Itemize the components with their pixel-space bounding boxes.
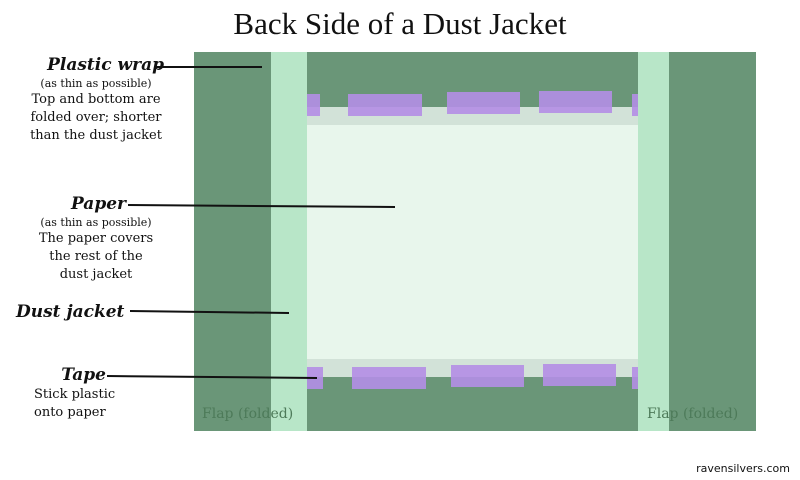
label-paper-line-1: The paper covers [38,231,154,246]
label-paper-line-2: the rest of the [49,249,143,264]
flap-label-right: Flap (folded) [647,406,739,422]
leader-line-paper [127,204,396,208]
plastic-wrap-right-strip [638,52,669,431]
credit-text: ravensilvers.com [696,462,790,475]
label-plastic-wrap-heading: Plastic wrap [47,55,164,75]
label-tape: Tape Stick plastic onto paper [22,364,118,422]
label-tape-heading: Tape [61,365,106,385]
tape-piece [451,365,524,387]
tape-piece [348,94,422,116]
leader-line-tape [106,375,318,379]
tape-piece [632,367,638,389]
label-paper: Paper (as thin as possible) The paper co… [16,193,176,284]
flap-label-left: Flap (folded) [202,406,294,422]
tape-piece [632,94,638,116]
label-dust-jacket: Dust jacket [16,301,128,323]
label-dust-jacket-heading: Dust jacket [16,302,125,322]
tape-bottom-row [307,364,638,389]
paper [307,125,638,359]
label-plastic-wrap-line-1: Top and bottom are [31,92,161,107]
label-tape-line-2: onto paper [34,405,106,420]
leader-line-dust-jacket [129,310,290,314]
tape-piece [447,92,520,114]
tape-piece [307,94,320,116]
label-plastic-wrap-sub: (as thin as possible) [40,77,152,90]
tape-top-row [307,91,638,116]
tape-piece [539,91,612,113]
label-plastic-wrap: Plastic wrap (as thin as possible) Top a… [12,54,188,145]
tape-piece [352,367,426,389]
label-paper-sub: (as thin as possible) [40,216,152,229]
tape-piece [543,364,616,386]
label-plastic-wrap-line-2: folded over; shorter [30,110,162,125]
label-paper-line-3: dust jacket [59,267,133,282]
plastic-wrap-left-strip [271,52,307,431]
label-plastic-wrap-line-3: than the dust jacket [30,128,162,143]
diagram-title: Back Side of a Dust Jacket [233,6,567,41]
label-paper-heading: Paper [70,194,126,214]
label-tape-line-1: Stick plastic [34,387,116,402]
